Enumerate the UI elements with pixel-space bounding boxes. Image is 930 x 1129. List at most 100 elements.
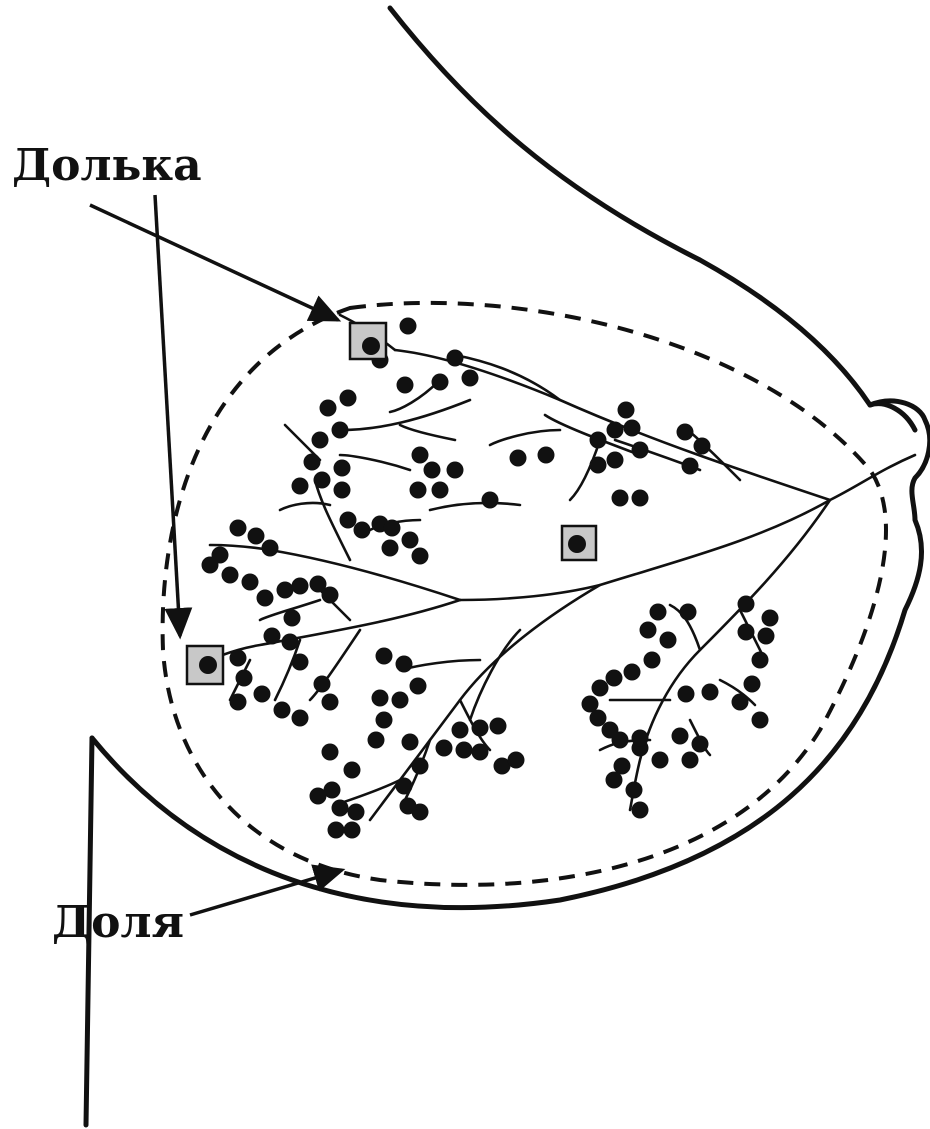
acinus-dot: [590, 432, 607, 449]
acinus-dot: [376, 712, 393, 729]
acinus-dot: [606, 670, 623, 687]
acinus-dot: [284, 610, 301, 627]
acinus-dot: [314, 472, 331, 489]
acinus-dot: [607, 452, 624, 469]
duct-branch: [400, 425, 455, 440]
acinus-dot: [618, 402, 635, 419]
acinus-dot: [344, 822, 361, 839]
acinus-dot: [396, 778, 413, 795]
acinus-dot: [590, 457, 607, 474]
acinus-dot: [482, 492, 499, 509]
acinus-dot: [368, 732, 385, 749]
acinus-dot: [332, 800, 349, 817]
acinus-dot: [632, 802, 649, 819]
duct-branch: [340, 400, 470, 430]
acinus-dot: [508, 752, 525, 769]
acinus-dot: [692, 736, 709, 753]
acinus-dot: [292, 578, 309, 595]
duct-branch: [490, 430, 560, 445]
acinus-dot: [762, 610, 779, 627]
acinus-dot: [682, 752, 699, 769]
acinus-dot: [632, 490, 649, 507]
acinus-dot: [230, 650, 247, 667]
acinus-dot: [472, 744, 489, 761]
acinus-dot: [432, 374, 449, 391]
acinus-dot: [292, 654, 309, 671]
acinus-dot: [410, 482, 427, 499]
acinus-dot: [592, 680, 609, 697]
label-lobule: Долька: [12, 140, 202, 191]
acinus-dot: [254, 686, 271, 703]
acinus-dot: [412, 548, 429, 565]
acinus-dot: [652, 752, 669, 769]
acinus-dot: [376, 648, 393, 665]
acinus-dot: [257, 590, 274, 607]
acinus-dot: [650, 604, 667, 621]
main-duct: [460, 455, 915, 600]
acinus-dot: [348, 804, 365, 821]
acinus-dot: [322, 744, 339, 761]
acinus-dot: [282, 634, 299, 651]
acinus-dot: [447, 462, 464, 479]
acinus-dot: [607, 422, 624, 439]
acinus-dot: [410, 678, 427, 695]
acinus-dot: [624, 420, 641, 437]
acinus-dot: [392, 692, 409, 709]
acinus-dot: [680, 604, 697, 621]
acinus-dot: [292, 710, 309, 727]
acinus-dot: [400, 318, 417, 335]
arrow-lobule-to-left: [155, 195, 180, 636]
acinus-dot: [402, 532, 419, 549]
duct-branch: [430, 503, 520, 510]
lobule-marker-left: [187, 646, 223, 684]
acinus-dot: [452, 722, 469, 739]
acinus-dot: [612, 732, 629, 749]
acinus-dot: [334, 482, 351, 499]
acinus-dot: [312, 432, 329, 449]
acinus-dot: [322, 587, 339, 604]
acinus-dot: [354, 522, 371, 539]
acinus-dot: [277, 582, 294, 599]
acinus-dot: [248, 528, 265, 545]
acinus-dot: [262, 540, 279, 557]
acinus-dot: [396, 656, 413, 673]
acinus-dot: [340, 390, 357, 407]
acinus-dot: [222, 567, 239, 584]
label-lobe: Доля: [52, 897, 184, 948]
acinus-dot: [292, 478, 309, 495]
acinus-dot: [490, 718, 507, 735]
acinus-dot: [384, 520, 401, 537]
acinus-dot: [400, 798, 417, 815]
acinus-dot: [412, 447, 429, 464]
acinus-dot: [626, 782, 643, 799]
duct-branch: [340, 455, 410, 470]
acinus-dot: [752, 712, 769, 729]
acinus-dot: [732, 694, 749, 711]
acinus-dot: [632, 730, 649, 747]
duct-branch: [280, 503, 330, 510]
acinus-dot: [538, 447, 555, 464]
acinus-dot: [590, 710, 607, 727]
acinus-dot: [640, 622, 657, 639]
acinus-dot: [606, 772, 623, 789]
acinus-dot: [624, 664, 641, 681]
arrow-lobe: [190, 870, 342, 915]
acinus-dot: [424, 462, 441, 479]
acinus-dot: [310, 788, 327, 805]
acinus-dot: [322, 694, 339, 711]
acinus-dot: [694, 438, 711, 455]
acinus-dot: [644, 652, 661, 669]
acinus-dot: [682, 458, 699, 475]
acinus-dot: [372, 690, 389, 707]
acinus-dot: [382, 540, 399, 557]
acinus-dot: [202, 557, 219, 574]
acinus-dot: [447, 350, 464, 367]
acinus-dot: [328, 822, 345, 839]
acinus-dot: [632, 442, 649, 459]
acinus-dot: [304, 454, 321, 471]
acini-group: [202, 318, 779, 839]
acinus-dot: [264, 628, 281, 645]
lobule-marker-top: [350, 323, 386, 359]
